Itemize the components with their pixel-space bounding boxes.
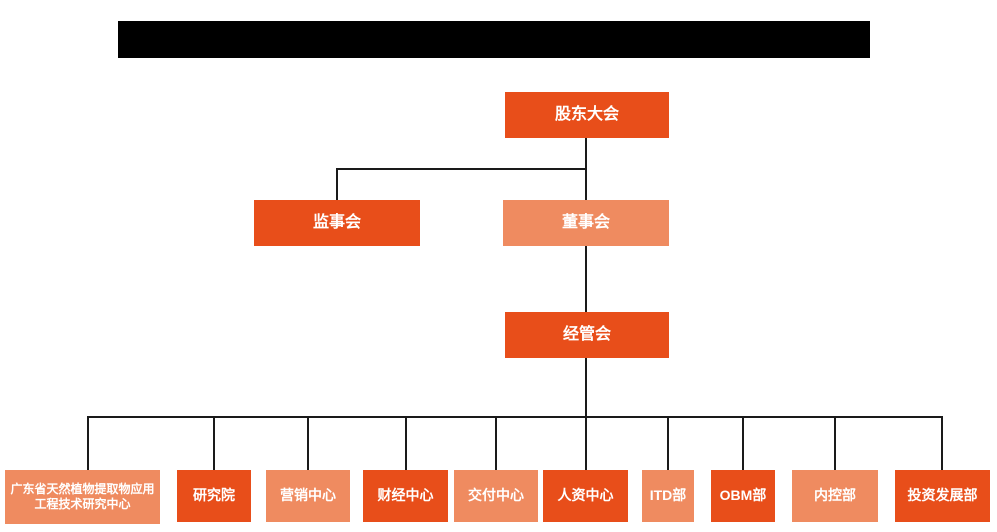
dept-finance-center: 财经中心 <box>363 470 448 522</box>
dept-research-institute: 研究院 <box>177 470 251 522</box>
connector-drop-dept-1 <box>213 416 215 470</box>
connector-drop-dept-4 <box>495 416 497 470</box>
node-board-of-directors: 董事会 <box>503 200 669 246</box>
connector-drop-dept-5 <box>585 416 587 470</box>
dept-itd: ITD部 <box>642 470 694 522</box>
connector-drop-dept-2 <box>307 416 309 470</box>
dept-obm: OBM部 <box>711 470 775 522</box>
node-supervisory-board: 监事会 <box>254 200 420 246</box>
dept-marketing-center: 营销中心 <box>266 470 350 522</box>
dept-investment-development: 投资发展部 <box>895 470 990 522</box>
connector-drop-dept-7 <box>742 416 744 470</box>
connector-drop-dept-3 <box>405 416 407 470</box>
dept-delivery-center: 交付中心 <box>454 470 538 522</box>
connector-drop-dept-8 <box>834 416 836 470</box>
connector-drop-dept-9 <box>941 416 943 470</box>
node-management-committee: 经管会 <box>505 312 669 358</box>
connector-board-to-management <box>585 246 587 312</box>
connector-drop-dept-0 <box>87 416 89 470</box>
dept-hr-center: 人资中心 <box>543 470 628 522</box>
dept-research-center: 广东省天然植物提取物应用工程技术研究中心 <box>5 470 160 524</box>
redacted-title-bar <box>118 21 870 58</box>
connector-bus-horizontal <box>87 416 943 418</box>
connector-branch-horizontal <box>336 168 587 170</box>
connector-drop-dept-6 <box>667 416 669 470</box>
connector-drop-supervisory <box>336 168 338 200</box>
dept-internal-control: 内控部 <box>792 470 878 522</box>
connector-management-to-bus <box>585 358 587 416</box>
node-shareholders-meeting: 股东大会 <box>505 92 669 138</box>
